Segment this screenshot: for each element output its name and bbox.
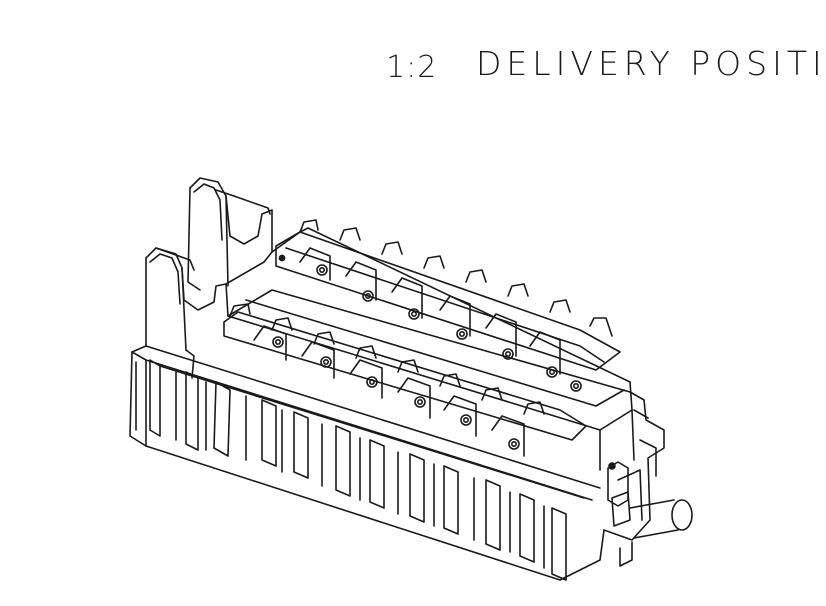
right-end-shaft [603,391,693,567]
upper-cavity-row [275,219,621,392]
view-label: 1:2 DELIVERY POSITION [386,42,826,90]
left-end-tower-front [145,247,265,351]
lower-cavity-row [223,303,587,457]
front-skirt [129,345,605,581]
view-name-label: DELIVERY POSITION [476,44,826,83]
left-end-tower-back [187,177,273,291]
main-body-frame [227,227,635,471]
scale-label: 1:2 [386,50,438,85]
